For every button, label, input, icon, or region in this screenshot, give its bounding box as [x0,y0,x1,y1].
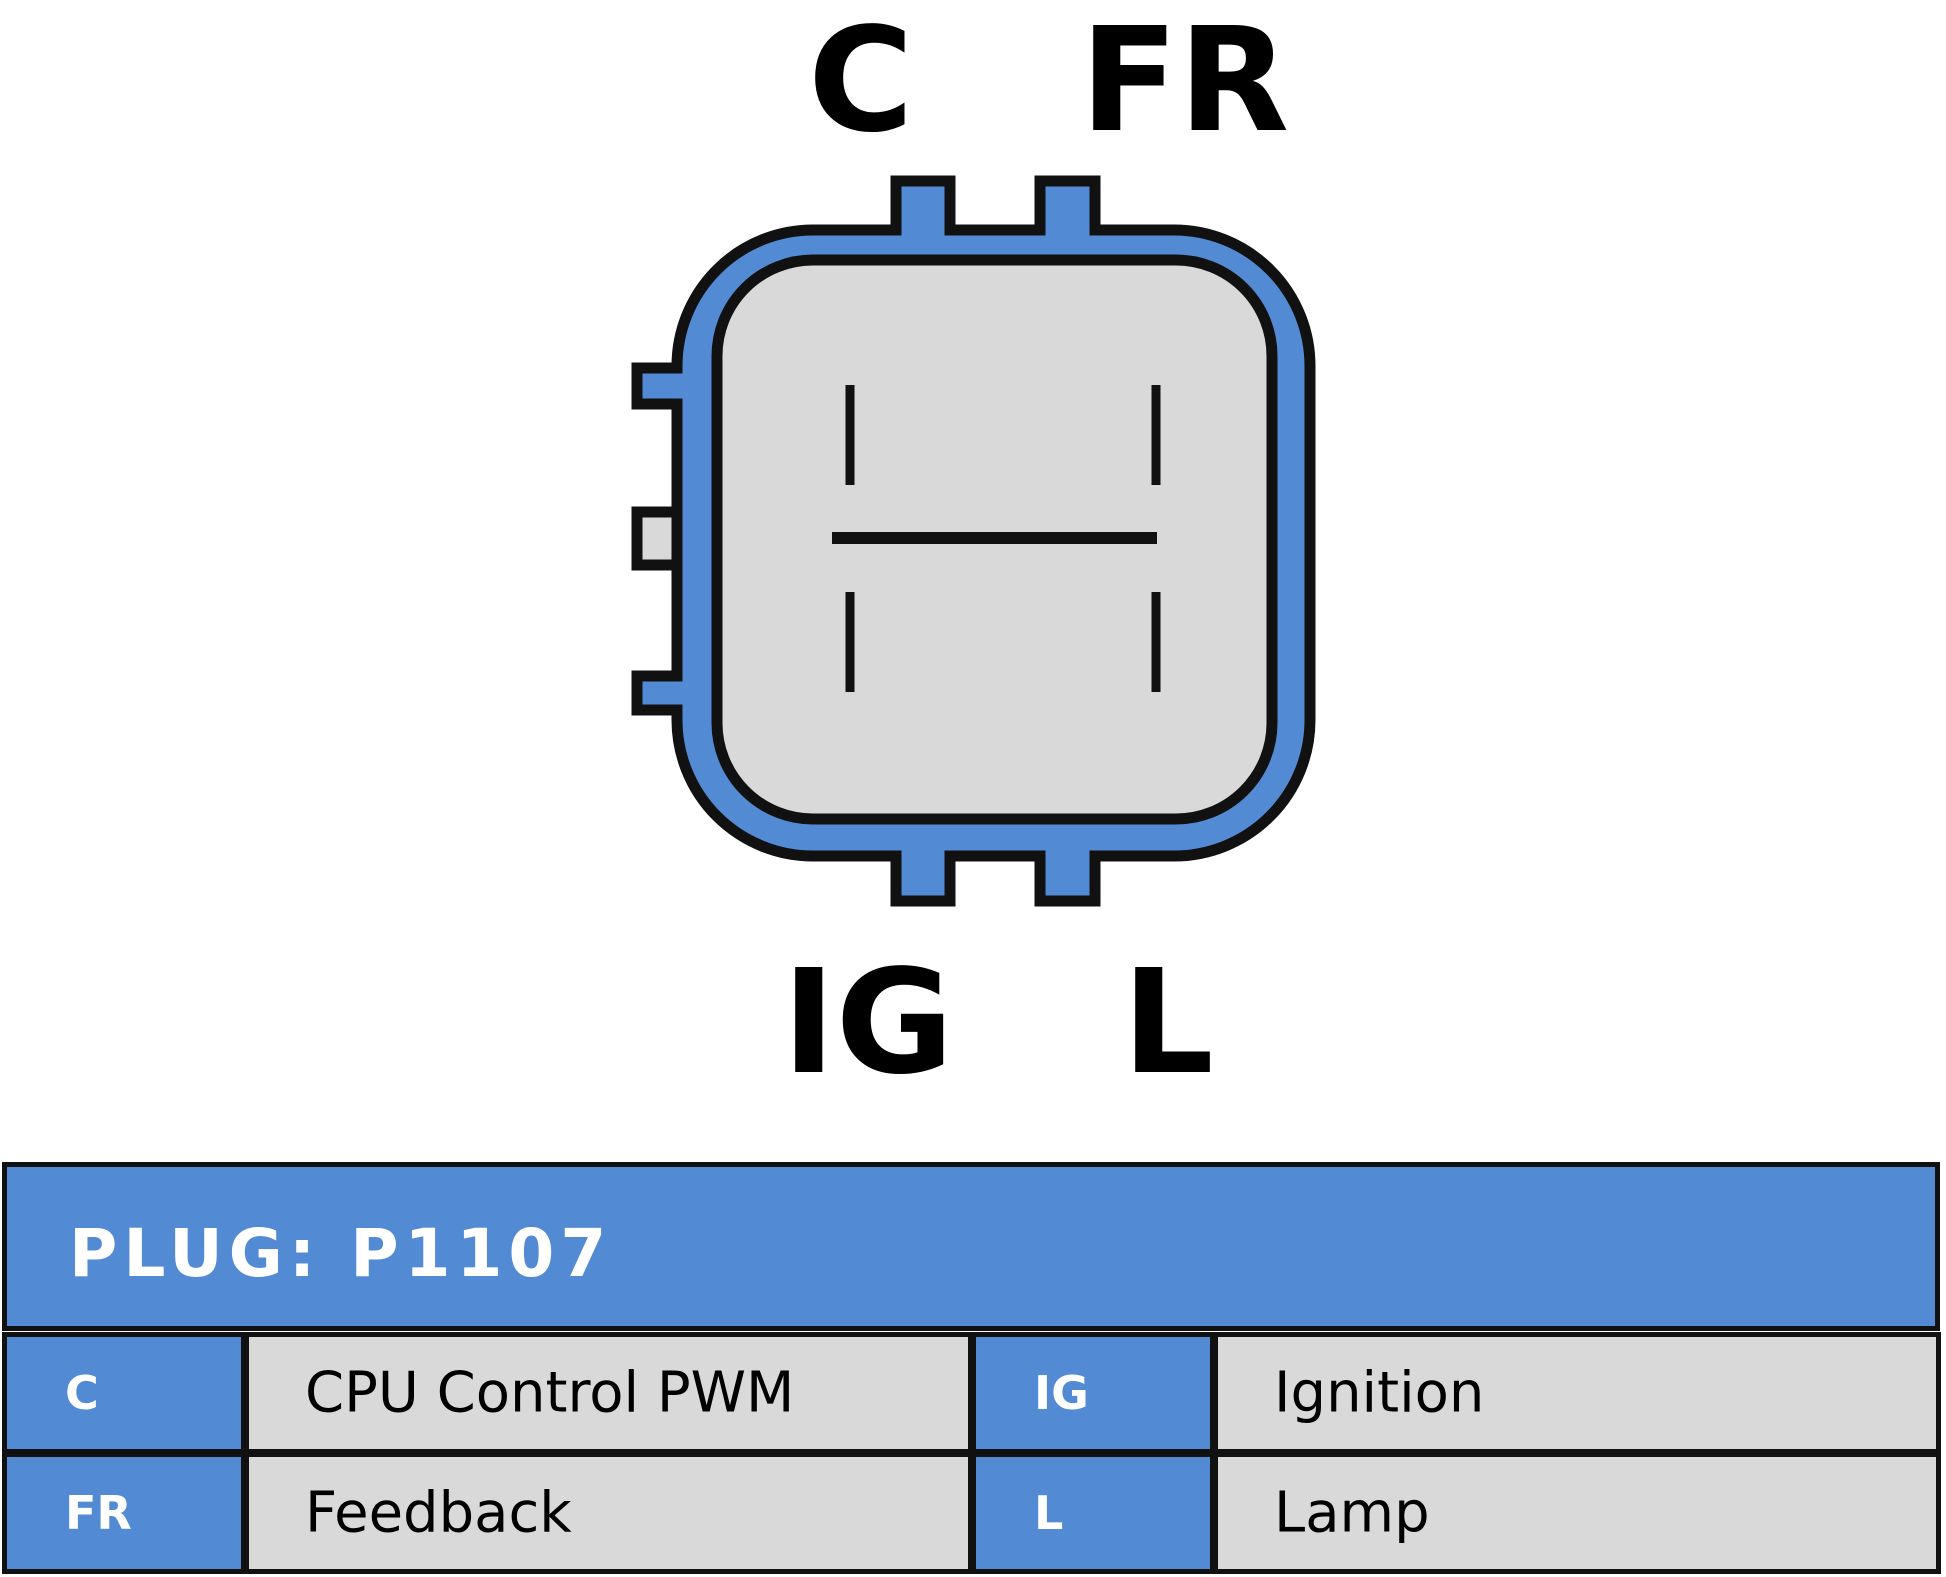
pin-description-cell: Feedback [244,1452,973,1574]
pin-description: Ignition [1274,1360,1485,1426]
plug-title: PLUG: P1107 [69,1215,613,1292]
pin-code-cell: IG [971,1332,1215,1454]
pin-table: PLUG: P1107 C CPU Control PWM IG Ignitio… [0,1160,1946,1577]
pin-label-fr: FR [1080,0,1290,164]
pin-code: L [1034,1486,1064,1540]
connector-diagram [631,175,1316,907]
pin-label-l: L [1122,938,1214,1106]
side-latch [631,506,683,571]
pin-code-cell: FR [2,1452,246,1574]
pin-code: C [65,1366,99,1420]
pin-code: IG [1034,1366,1089,1420]
pin-description-cell: CPU Control PWM [244,1332,973,1454]
pin-label-c: C [808,0,914,164]
pin-description: CPU Control PWM [305,1360,795,1426]
pin-code: FR [65,1486,132,1540]
pin-description: Feedback [305,1480,572,1546]
pin-label-ig: IG [782,938,954,1106]
pin-description-cell: Lamp [1213,1452,1941,1574]
pin-code-cell: L [971,1452,1215,1574]
pin-description-cell: Ignition [1213,1332,1941,1454]
pin-code-cell: C [2,1332,246,1454]
table-header: PLUG: P1107 [2,1162,1940,1331]
pin-description: Lamp [1274,1480,1430,1546]
